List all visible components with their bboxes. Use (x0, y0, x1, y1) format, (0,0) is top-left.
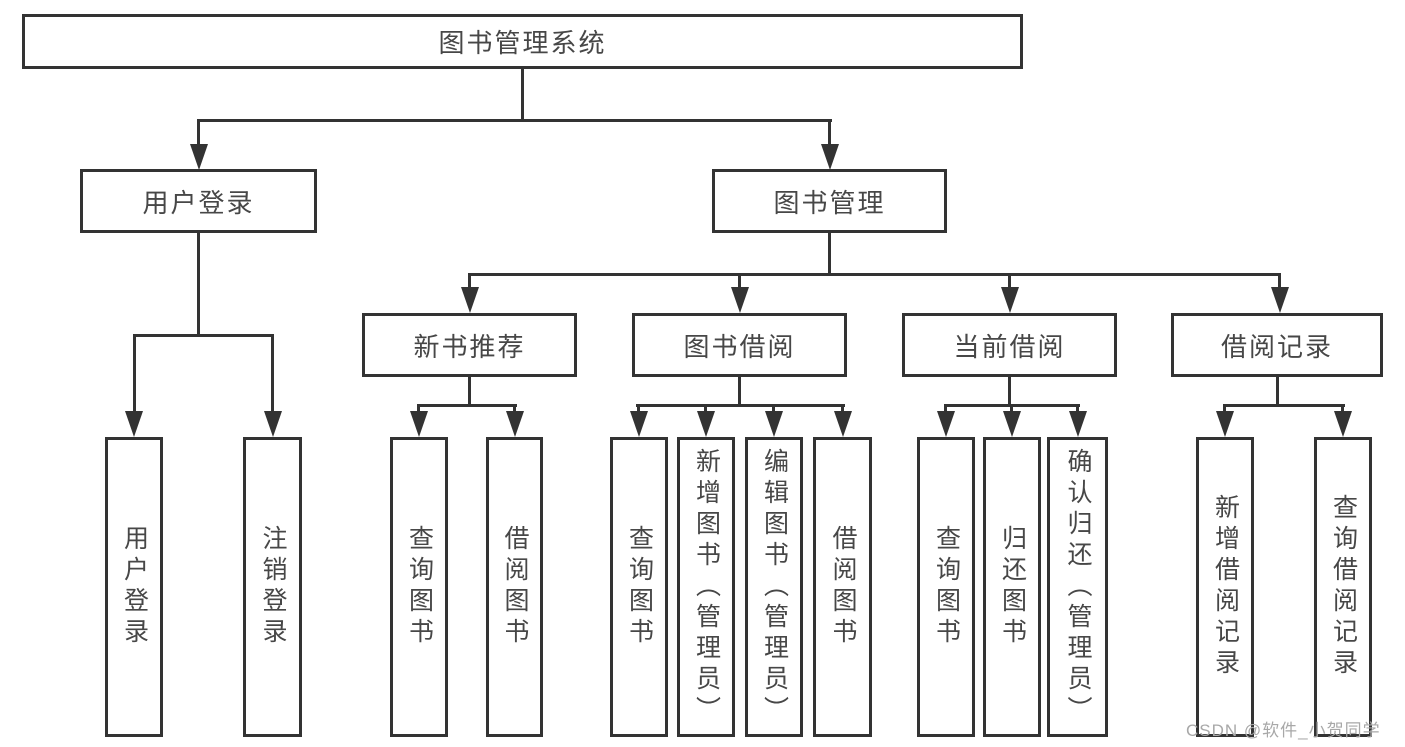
connector-line (197, 119, 832, 122)
leaf-edit-book-admin: 编辑图书（管理员） (745, 437, 803, 737)
arrowhead-icon (630, 411, 648, 437)
node-borrow-records: 借阅记录 (1171, 313, 1383, 377)
arrowhead-icon (765, 411, 783, 437)
leaf-user-login: 用户登录 (105, 437, 163, 737)
connector-line (417, 404, 517, 407)
connector-line (521, 69, 524, 121)
connector-line (513, 404, 516, 414)
leaf-confirm-return-admin: 确认归还（管理员） (1047, 437, 1108, 737)
node-user-login: 用户登录 (80, 169, 317, 233)
arrowhead-icon (1001, 287, 1019, 313)
connector-line (1076, 404, 1079, 414)
leaf-add-borrow-record: 新增借阅记录 (1196, 437, 1254, 737)
connector-line (1010, 404, 1013, 414)
connector-line (704, 404, 707, 414)
arrowhead-icon (461, 287, 479, 313)
connector-line (468, 377, 471, 406)
arrowhead-icon (1216, 411, 1234, 437)
connector-line (133, 334, 136, 412)
arrowhead-icon (506, 411, 524, 437)
arrowhead-icon (125, 411, 143, 437)
node-root-system: 图书管理系统 (22, 14, 1023, 69)
connector-line (738, 377, 741, 406)
arrowhead-icon (190, 144, 208, 170)
connector-line (772, 404, 775, 414)
connector-line (417, 404, 420, 414)
leaf-borrow-books-recommend: 借阅图书 (486, 437, 543, 737)
connector-line (1276, 377, 1279, 406)
arrowhead-icon (264, 411, 282, 437)
arrowhead-icon (731, 287, 749, 313)
leaf-add-book-admin: 新增图书（管理员） (677, 437, 735, 737)
arrowhead-icon (1334, 411, 1352, 437)
arrowhead-icon (821, 144, 839, 170)
connector-line (1278, 273, 1281, 290)
connector-line (1341, 404, 1344, 414)
connector-line (1008, 273, 1011, 290)
leaf-query-books-borrow: 查询图书 (610, 437, 668, 737)
connector-line (133, 334, 274, 337)
connector-line (197, 233, 200, 336)
connector-line (841, 404, 844, 414)
connector-line (468, 273, 1281, 276)
leaf-query-books-current: 查询图书 (917, 437, 975, 737)
arrowhead-icon (410, 411, 428, 437)
connector-line (944, 404, 947, 414)
node-book-management: 图书管理 (712, 169, 947, 233)
connector-line (636, 404, 845, 407)
node-new-book-recommend: 新书推荐 (362, 313, 577, 377)
connector-line (197, 119, 200, 147)
csdn-watermark: CSDN @软件_小贺同学 (1186, 721, 1381, 740)
connector-line (637, 404, 640, 414)
connector-line (1223, 404, 1226, 414)
connector-line (271, 334, 274, 412)
leaf-query-borrow-record: 查询借阅记录 (1314, 437, 1372, 737)
leaf-return-books: 归还图书 (983, 437, 1041, 737)
arrowhead-icon (937, 411, 955, 437)
leaf-borrow-books: 借阅图书 (813, 437, 872, 737)
connector-line (1008, 377, 1011, 406)
connector-line (828, 119, 831, 147)
node-book-borrow: 图书借阅 (632, 313, 847, 377)
arrowhead-icon (1271, 287, 1289, 313)
connector-line (828, 233, 831, 275)
leaf-query-books-recommend: 查询图书 (390, 437, 448, 737)
arrowhead-icon (697, 411, 715, 437)
arrowhead-icon (1069, 411, 1087, 437)
arrowhead-icon (1003, 411, 1021, 437)
leaf-logout: 注销登录 (243, 437, 302, 737)
connector-line (738, 273, 741, 290)
connector-line (468, 273, 471, 290)
arrowhead-icon (834, 411, 852, 437)
node-current-borrow: 当前借阅 (902, 313, 1117, 377)
connector-line (1223, 404, 1345, 407)
